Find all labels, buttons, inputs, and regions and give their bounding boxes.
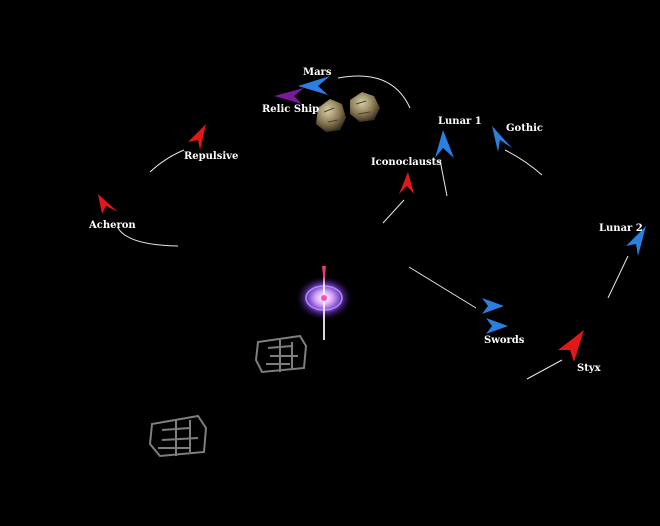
arrowhead-icon	[298, 76, 330, 95]
arrowhead-icon	[626, 226, 646, 256]
arrowhead-icon	[558, 330, 584, 362]
ship-label-relic-ship[interactable]: Relic Ship	[262, 104, 320, 115]
wake-line-lunar1	[439, 159, 448, 197]
asteroid-icon	[316, 99, 346, 132]
arrowhead-icon	[98, 194, 118, 214]
ship-label-gothic[interactable]: Gothic	[506, 123, 543, 134]
wake-line-lunar2	[607, 255, 629, 299]
wake-line-acheron	[117, 227, 179, 247]
wake-line-styx	[526, 359, 563, 380]
ship-wreck-icon	[254, 334, 308, 374]
arrowhead-icon	[435, 130, 454, 158]
arrowhead-icon	[492, 126, 512, 152]
wake-line-iconoclausts	[382, 199, 405, 224]
arrowhead-icon	[188, 124, 206, 150]
arrowhead-icon	[399, 172, 414, 194]
wake-line-repulsive	[149, 149, 185, 173]
wake-line-swords	[408, 266, 477, 309]
ship-label-swords[interactable]: Swords	[484, 335, 525, 346]
asteroid-icon	[350, 92, 380, 122]
ship-label-lunar-1[interactable]: Lunar 1	[438, 116, 482, 127]
arrowhead-icon	[274, 88, 304, 104]
wake-line-mars	[337, 75, 411, 109]
arrowhead-icon	[482, 298, 504, 314]
ship-label-lunar-2[interactable]: Lunar 2	[599, 223, 643, 234]
ship-wreck-icon	[148, 414, 208, 458]
ship-label-repulsive[interactable]: Repulsive	[184, 151, 239, 162]
ship-label-styx[interactable]: Styx	[577, 363, 601, 374]
wake-line-gothic	[504, 149, 543, 176]
ship-label-mars[interactable]: Mars	[303, 67, 332, 78]
ship-label-iconoclausts[interactable]: Iconoclausts	[371, 157, 442, 168]
ship-label-acheron[interactable]: Acheron	[89, 220, 136, 231]
planet-vortex-icon	[296, 266, 352, 340]
arrowhead-icon	[486, 318, 508, 334]
